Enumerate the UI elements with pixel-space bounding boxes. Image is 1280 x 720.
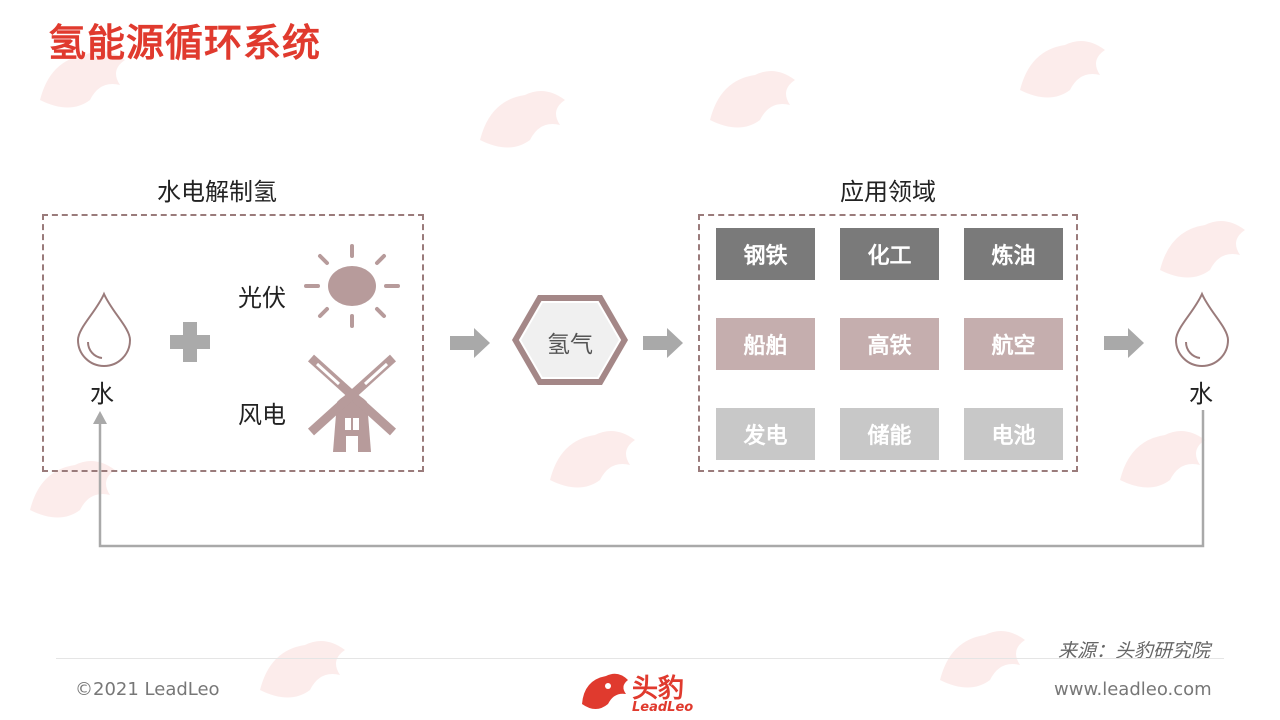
applications-box [698,214,1078,472]
leopard-logo-icon [582,673,628,709]
application-storage: 储能 [840,408,939,460]
leopard-watermark-icon [550,431,635,488]
leopard-watermark-icon [40,51,125,108]
leopard-watermark-icon [710,71,795,128]
brand-name-cn: 头豹 [632,674,685,704]
windmill-icon [307,354,397,452]
application-power: 发电 [716,408,815,460]
leopard-watermark-icon [940,631,1025,688]
water-label-input: 水 [90,380,114,408]
water-drop-icon [1174,291,1230,367]
application-refining: 炼油 [964,228,1063,280]
application-highspeed-rail: 高铁 [840,318,939,370]
arrow-right-icon [450,328,490,358]
water-label-output: 水 [1189,380,1213,408]
website-link[interactable]: www.leadleo.com [1054,679,1212,700]
solar-label: 光伏 [238,284,286,312]
source-note: 来源：头豹研究院 [1058,640,1211,662]
wind-label: 风电 [238,401,286,429]
arrow-right-icon [1104,328,1144,358]
copyright: ©2021 LeadLeo [75,679,220,700]
plus-icon [170,322,210,362]
production-section-label: 水电解制氢 [157,178,277,206]
hydrogen-hexagon [512,295,628,385]
leopard-watermark-icon [1120,431,1205,488]
brand-logo: 头豹 LeadLeo [578,664,708,718]
water-drop-icon [76,291,132,367]
application-shipping: 船舶 [716,318,815,370]
application-steel: 钢铁 [716,228,815,280]
leopard-watermark-icon [1020,41,1105,98]
application-aviation: 航空 [964,318,1063,370]
leopard-watermark-icon [480,91,565,148]
footer-divider [56,658,1224,659]
leopard-watermark-icon [1160,221,1245,278]
brand-name-en: LeadLeo [632,700,694,715]
leopard-watermark-icon [260,641,345,698]
applications-section-label: 应用领域 [840,178,936,206]
sun-icon [304,244,400,328]
application-chemical: 化工 [840,228,939,280]
arrow-right-icon [643,328,683,358]
application-battery: 电池 [964,408,1063,460]
page-title: 氢能源循环系统 [48,21,322,65]
hydrogen-label: 氢气 [547,332,593,358]
production-box [42,214,424,472]
leopard-watermark-icon [30,461,115,518]
